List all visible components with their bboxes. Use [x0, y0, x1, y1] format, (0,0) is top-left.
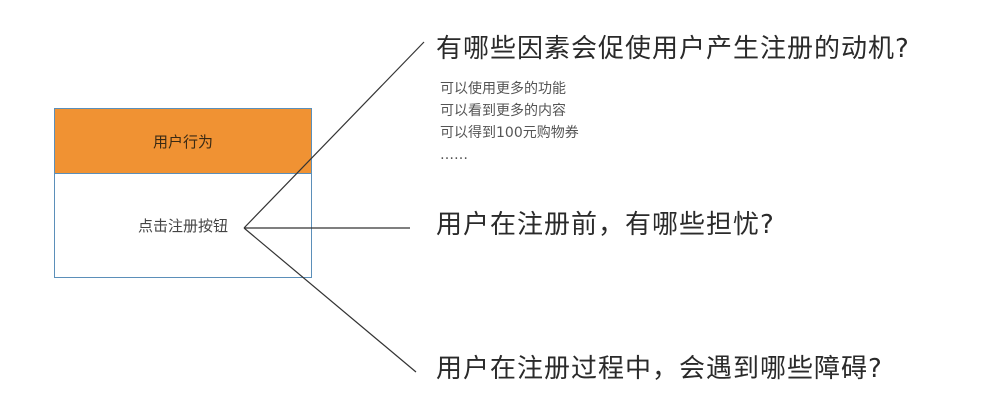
motivation-list: 可以使用更多的功能 可以看到更多的内容 可以得到100元购物券 …… — [440, 78, 579, 166]
question-concerns: 用户在注册前，有哪些担忧? — [436, 210, 775, 240]
list-item: …… — [440, 147, 468, 163]
question-motivation: 有哪些因素会促使用户产生注册的动机? — [436, 34, 910, 64]
box-body-click-register: 点击注册按钮 — [137, 216, 228, 235]
behavior-box: 用户行为 点击注册按钮 — [54, 108, 312, 278]
list-item: 可以看到更多的内容 — [440, 103, 566, 119]
list-item: 可以得到100元购物券 — [440, 125, 579, 141]
list-item: 可以使用更多的功能 — [440, 81, 566, 97]
question-obstacles: 用户在注册过程中，会遇到哪些障碍? — [436, 354, 883, 384]
box-header-user-behavior: 用户行为 — [55, 109, 311, 174]
